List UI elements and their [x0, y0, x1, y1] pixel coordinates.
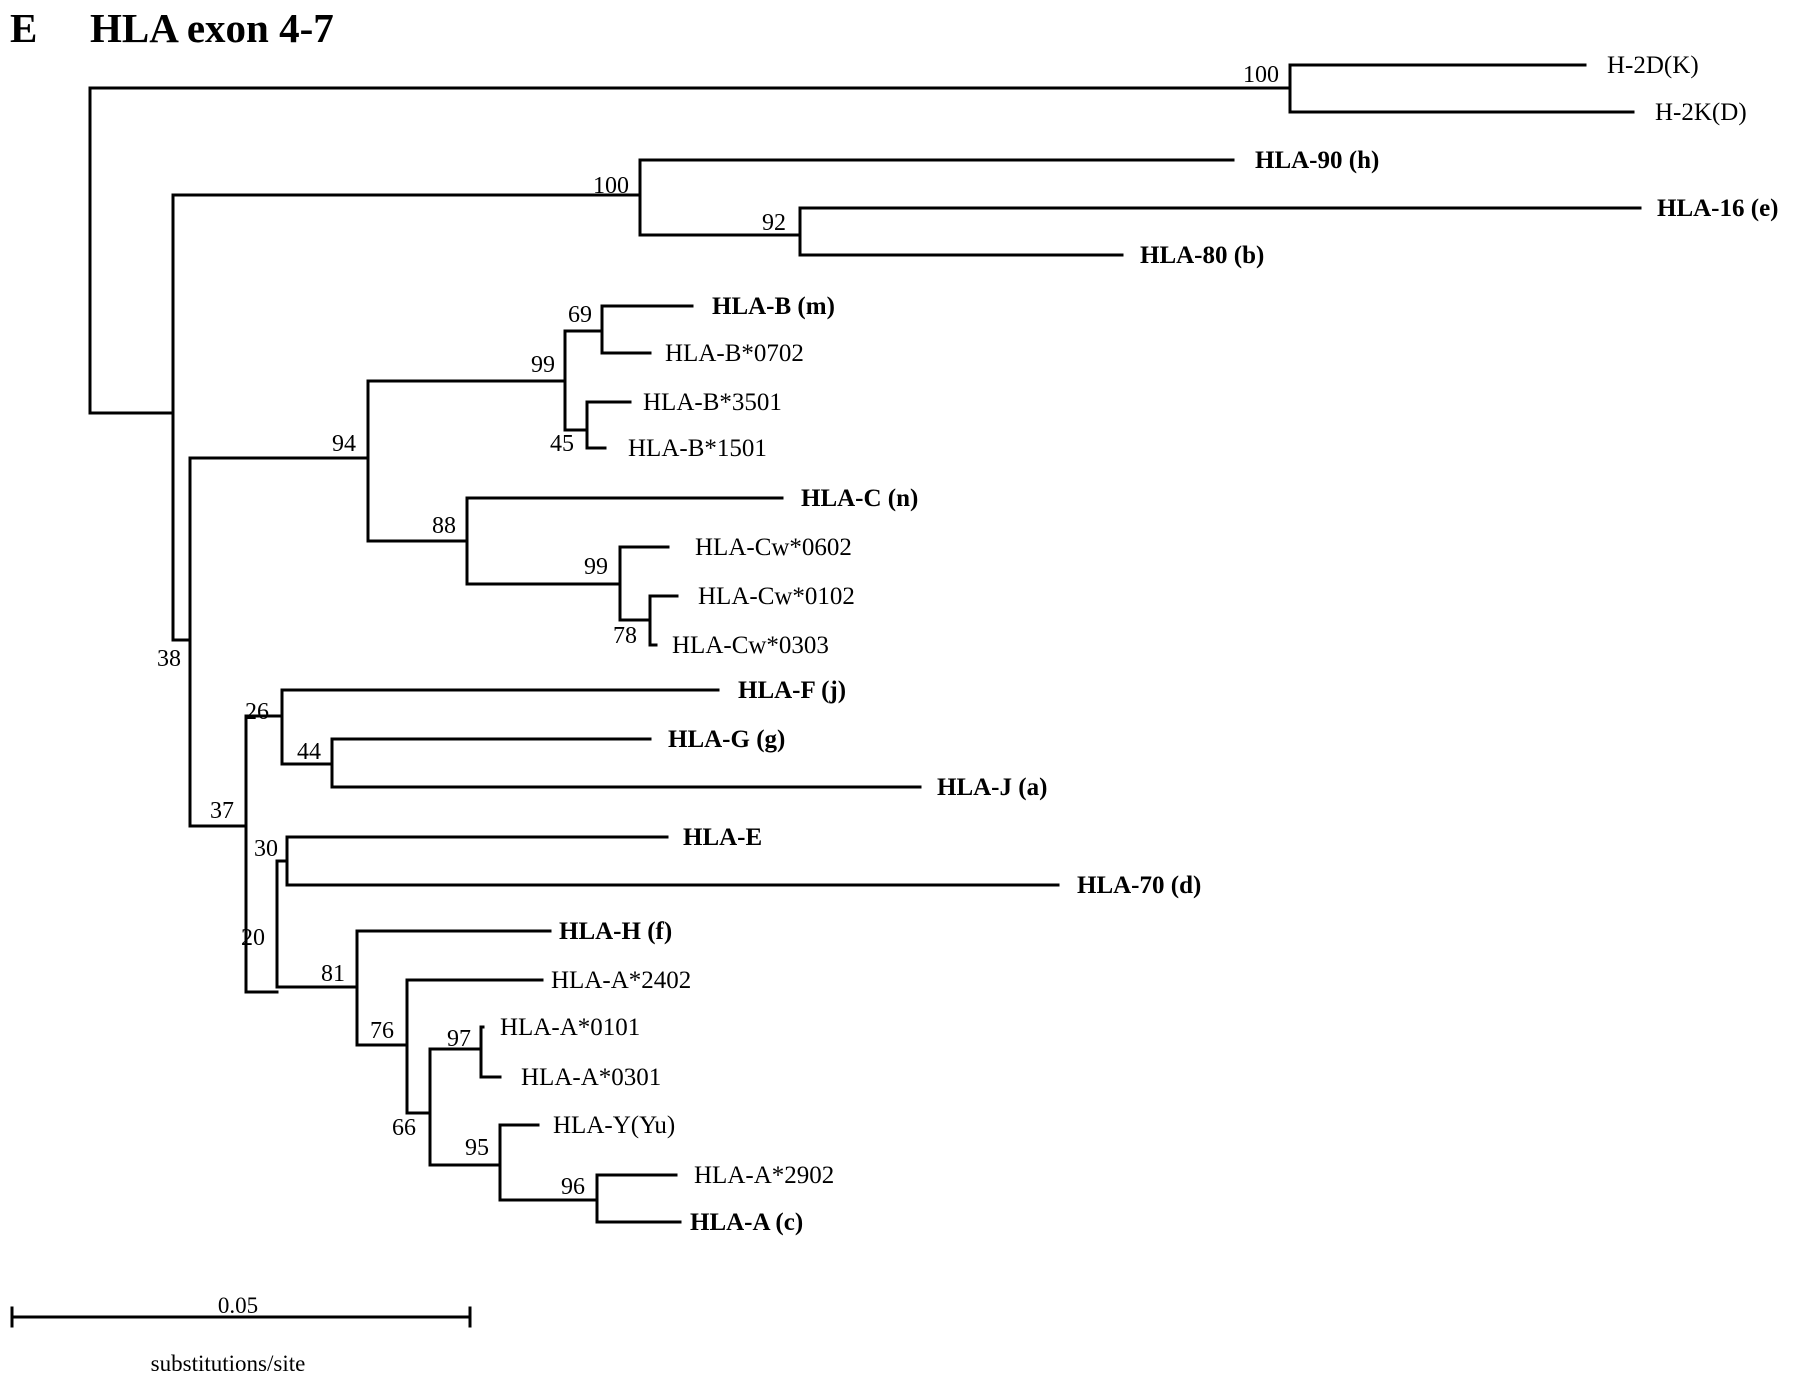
- leaf-label: HLA-B*3501: [643, 389, 782, 416]
- leaf-label: HLA-B*0702: [665, 340, 804, 367]
- leaf-label: HLA-16 (e): [1657, 195, 1779, 222]
- bootstrap-value: 100: [1243, 62, 1279, 88]
- leaf-label: HLA-Cw*0602: [695, 534, 852, 561]
- bootstrap-value: 66: [392, 1115, 416, 1141]
- leaf-label: HLA-Cw*0102: [698, 583, 855, 610]
- leaf-label: H-2K(D): [1655, 99, 1747, 126]
- leaf-label: HLA-J (a): [937, 774, 1047, 801]
- bootstrap-value: 97: [447, 1026, 471, 1052]
- bootstrap-value: 69: [568, 302, 592, 328]
- leaf-label: HLA-C (n): [801, 485, 918, 512]
- bootstrap-value: 94: [332, 431, 356, 457]
- scale-bar-value: 0.05: [218, 1293, 258, 1318]
- leaf-label: HLA-F (j): [738, 677, 846, 704]
- bootstrap-value: 81: [321, 961, 345, 987]
- bootstrap-value: 95: [465, 1135, 489, 1161]
- leaf-label: HLA-Y(Yu): [553, 1112, 675, 1139]
- bootstrap-value: 37: [210, 798, 234, 824]
- bootstrap-value: 99: [531, 352, 555, 378]
- bootstrap-value: 88: [432, 513, 456, 539]
- bootstrap-value: 92: [762, 210, 786, 236]
- leaf-label: HLA-A (c): [690, 1209, 803, 1236]
- bootstrap-value: 96: [561, 1174, 585, 1200]
- leaf-label: HLA-Cw*0303: [672, 632, 829, 659]
- leaf-label: HLA-G (g): [668, 726, 785, 753]
- scale-bar-unit: substitutions/site: [151, 1351, 306, 1375]
- bootstrap-value: 26: [245, 699, 269, 725]
- leaf-label: HLA-A*2402: [551, 967, 691, 994]
- leaf-label: HLA-E: [683, 824, 762, 851]
- bootstrap-value: 76: [370, 1018, 394, 1044]
- bootstrap-value: 78: [613, 623, 637, 649]
- leaf-label: HLA-90 (h): [1255, 147, 1379, 174]
- bootstrap-values: 100 100 92 69 99 45 94 88 99 78 38 26 44…: [157, 62, 1279, 1200]
- leaf-labels: H-2D(K) H-2K(D) HLA-90 (h) HLA-16 (e) HL…: [500, 52, 1779, 1236]
- bootstrap-value: 100: [593, 173, 629, 199]
- bootstrap-value: 44: [297, 739, 321, 765]
- leaf-label: HLA-B (m): [712, 293, 835, 320]
- bootstrap-value: 45: [550, 431, 574, 457]
- leaf-label: HLA-80 (b): [1140, 242, 1264, 269]
- leaf-label: HLA-B*1501: [628, 435, 767, 462]
- scale-bar: 0.05 substitutions/site: [10, 1293, 472, 1375]
- bootstrap-value: 30: [254, 836, 278, 862]
- bootstrap-value: 38: [157, 646, 181, 672]
- bootstrap-value: 20: [241, 925, 265, 951]
- leaf-label: HLA-A*0101: [500, 1014, 640, 1041]
- leaf-label: HLA-A*0301: [521, 1064, 661, 1091]
- leaf-label: HLA-70 (d): [1077, 872, 1201, 899]
- leaf-label: H-2D(K): [1607, 52, 1699, 79]
- tree-branches: [88, 63, 1642, 1224]
- leaf-label: HLA-H (f): [559, 918, 672, 945]
- bootstrap-value: 99: [584, 554, 608, 580]
- leaf-label: HLA-A*2902: [694, 1162, 834, 1189]
- figure-title: HLA exon 4-7: [90, 5, 334, 51]
- panel-letter: E: [10, 5, 37, 51]
